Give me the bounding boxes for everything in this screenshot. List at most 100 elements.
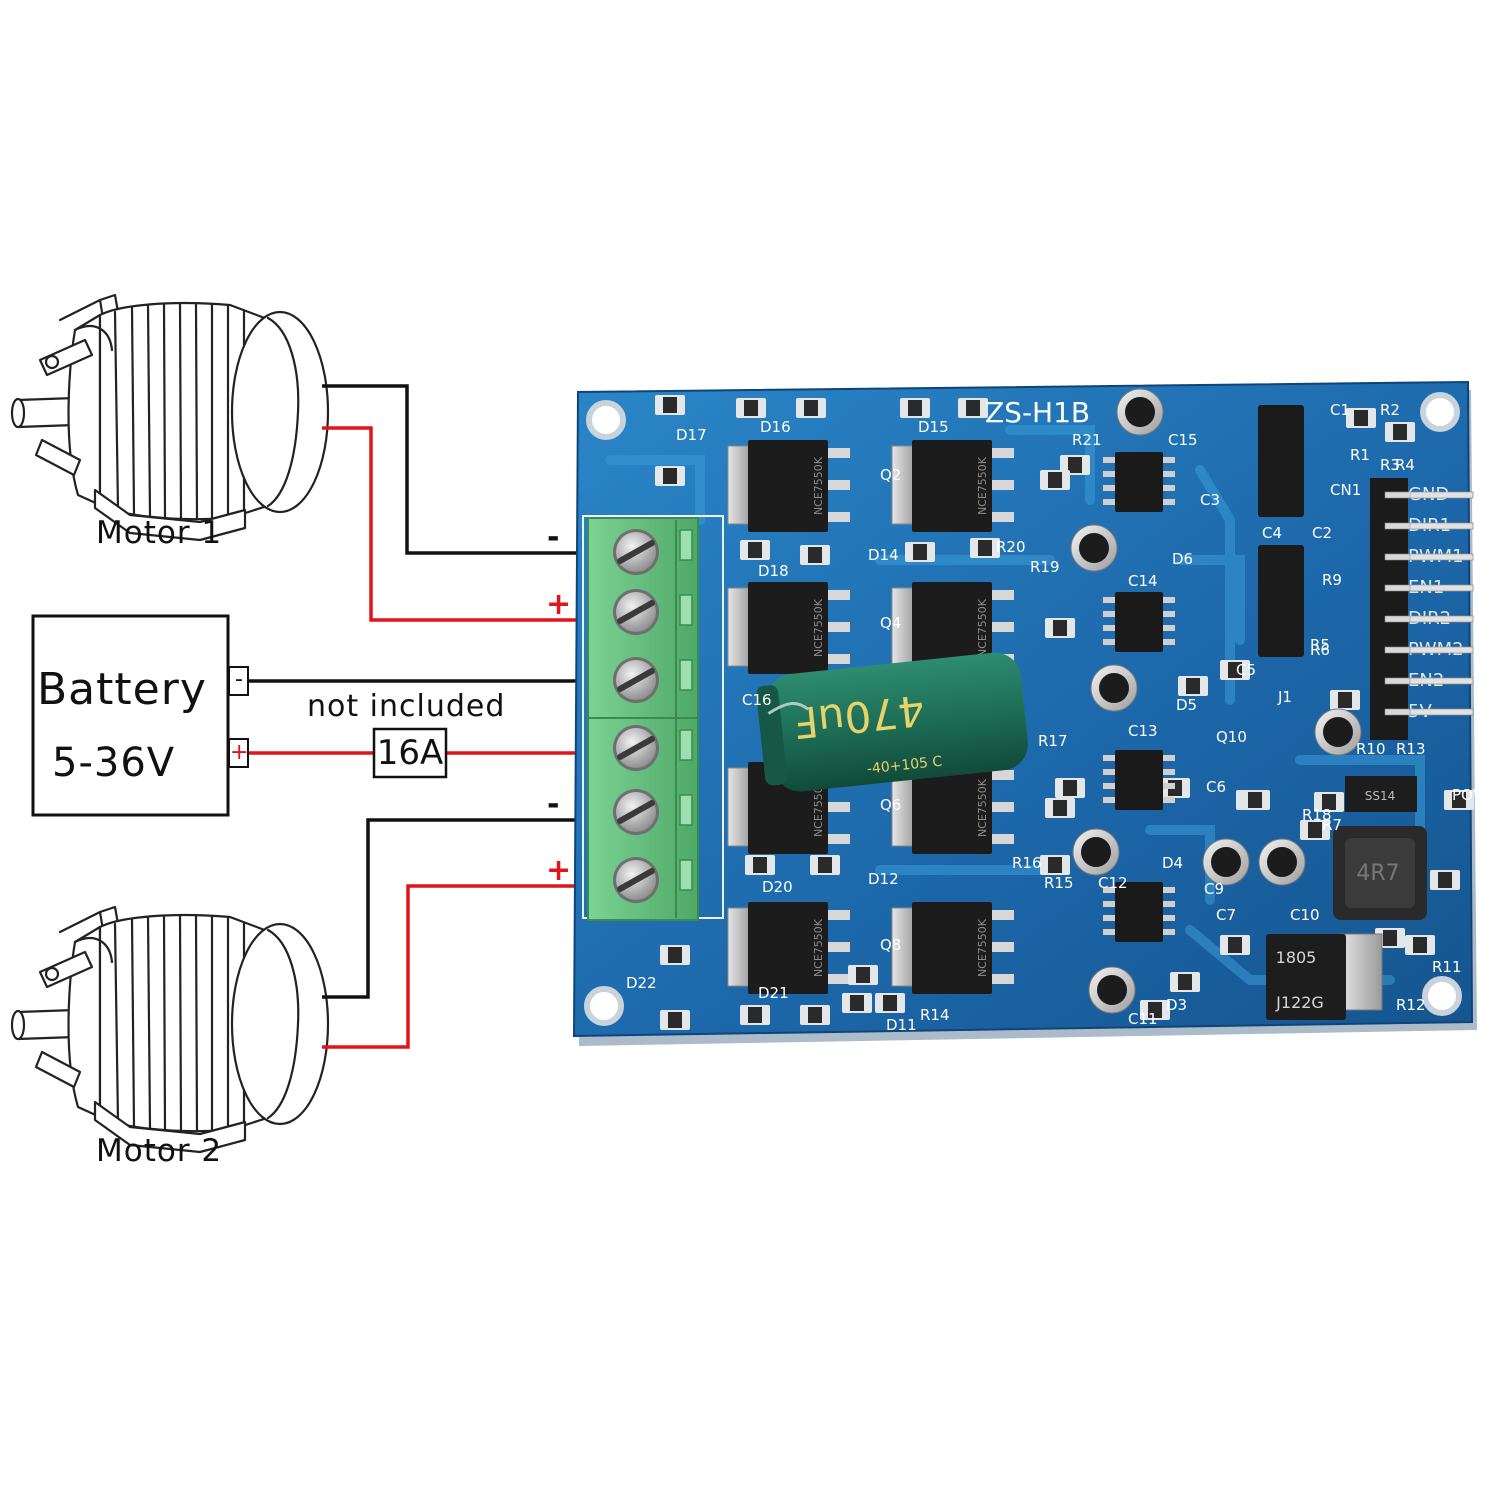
silkscreen-ref: D3 [1166, 996, 1187, 1014]
inductor-label: 4R7 [1356, 861, 1399, 886]
mounting-hole [584, 986, 624, 1026]
silkscreen-ref: D18 [758, 562, 789, 580]
regulator-code: J122G [1275, 993, 1324, 1012]
silkscreen-ref: D14 [868, 546, 899, 564]
silkscreen-ref: C12 [1098, 874, 1128, 892]
silkscreen-ref: C16 [742, 691, 772, 709]
silkscreen-ref: R17 [1038, 732, 1068, 750]
silkscreen-ref: Q4 [880, 614, 901, 632]
small-capacitor [1090, 664, 1138, 712]
silkscreen-ref: D6 [1172, 550, 1193, 568]
smd-component [1385, 422, 1415, 442]
smd-component [1405, 935, 1435, 955]
motor2-pos-sign: + [546, 853, 572, 888]
silkscreen-ref: R4 [1395, 456, 1415, 474]
silkscreen-ref: POW [1452, 786, 1488, 804]
silkscreen-ref: C14 [1128, 572, 1158, 590]
smd-component [1055, 778, 1085, 798]
silkscreen-ref: C2 [1312, 524, 1332, 542]
header-pin [1409, 677, 1474, 685]
battery-pos-terminal-box [228, 738, 249, 768]
smd-component [958, 398, 988, 418]
fuse-box [372, 727, 448, 779]
smd-component [810, 855, 840, 875]
regulator-label: 1805 [1276, 948, 1317, 967]
smd-component [1220, 935, 1250, 955]
fuse-label: 16A [376, 733, 444, 773]
motor1-neg-sign: - [547, 520, 560, 555]
silkscreen-ref: D5 [1176, 696, 1197, 714]
voltage-regulator: 1805 J122G [1266, 933, 1383, 1020]
silkscreen-ref: Q2 [880, 466, 901, 484]
silkscreen-ref: D11 [886, 1016, 917, 1034]
header-pin [1409, 522, 1474, 530]
diode-ss14-label: SS14 [1365, 789, 1396, 803]
small-capacitor [1116, 388, 1164, 436]
silkscreen-ref: R21 [1072, 431, 1102, 449]
silkscreen-ref: R18 [1302, 806, 1332, 824]
silkscreen-ref: C9 [1204, 880, 1224, 898]
not-included-note: not included [307, 689, 506, 724]
mosfet: NCE7550K [727, 440, 850, 532]
smd-component [800, 1005, 830, 1025]
mosfet-marking: NCE7550K [976, 456, 989, 515]
motor-2-label: Motor 2 [96, 1133, 223, 1169]
silkscreen-ref: C11 [1128, 1010, 1158, 1028]
motor2-neg-sign: - [547, 787, 560, 822]
battery-pos-terminal: + [230, 740, 249, 765]
mosfet: NCE7550K [727, 582, 850, 674]
motor1-pos-sign: + [546, 587, 572, 622]
small-capacitor [1258, 838, 1306, 886]
silkscreen-ref: C10 [1290, 906, 1320, 924]
small-capacitor [1314, 708, 1362, 756]
motor-2-drawing [10, 905, 330, 1154]
silkscreen-ref: R6 [1310, 641, 1330, 659]
silkscreen-ref: Q8 [880, 936, 901, 954]
silkscreen-ref: CN1 [1330, 481, 1361, 499]
mosfet: NCE7550K [891, 902, 1014, 994]
silkscreen-ref: R7 [1322, 816, 1342, 834]
silkscreen-ref: R19 [1030, 558, 1060, 576]
motor-1-drawing [10, 293, 330, 542]
mounting-hole [1420, 392, 1460, 432]
gate-driver-ic [1103, 592, 1175, 652]
silkscreen-ref: D12 [868, 870, 899, 888]
terminal-block [587, 517, 699, 921]
small-capacitor [1072, 828, 1120, 876]
silkscreen-ref: C5 [1236, 661, 1256, 679]
silkscreen-ref: R20 [996, 538, 1026, 556]
inductor: 4R7 [1333, 826, 1427, 920]
mosfet-marking: NCE7550K [976, 918, 989, 977]
header-pin [1409, 615, 1474, 623]
silkscreen-ref: D16 [760, 418, 791, 436]
mosfet-marking: NCE7550K [812, 598, 825, 657]
wires [248, 384, 585, 1049]
silkscreen-ref: Q10 [1216, 728, 1247, 746]
smd-component [875, 993, 905, 1013]
silkscreen-ref: C7 [1216, 906, 1236, 924]
header-pin [1409, 708, 1474, 716]
smd-component [800, 545, 830, 565]
mosfet-marking: NCE7550K [976, 598, 989, 657]
smd-component [1300, 820, 1330, 840]
header-pin [1409, 646, 1474, 654]
terminal-screw [613, 589, 659, 635]
driver-board: NCE7550K NCE7550K NCE7550K NCE7550K NCE7550K… [572, 380, 1488, 1046]
smd-component [796, 398, 826, 418]
smd-component [740, 1005, 770, 1025]
smd-component [1170, 972, 1200, 992]
silkscreen-ref: Q6 [880, 796, 901, 814]
header-pin [1409, 553, 1474, 561]
smd-component [1045, 798, 1075, 818]
mosfet: NCE7550K [891, 440, 1014, 532]
silkscreen-ref: C15 [1168, 431, 1198, 449]
silkscreen-ref: R1 [1350, 446, 1370, 464]
terminal-screw [613, 529, 659, 575]
gate-driver-ic [1103, 750, 1175, 810]
smd-component [848, 965, 878, 985]
smd-component [970, 538, 1000, 558]
motor-1-label: Motor 1 [96, 515, 223, 551]
mosfet: NCE7550K [727, 902, 850, 994]
capacitor-temp: -40+105 C [866, 754, 943, 778]
battery-neg-terminal-box [228, 666, 249, 696]
